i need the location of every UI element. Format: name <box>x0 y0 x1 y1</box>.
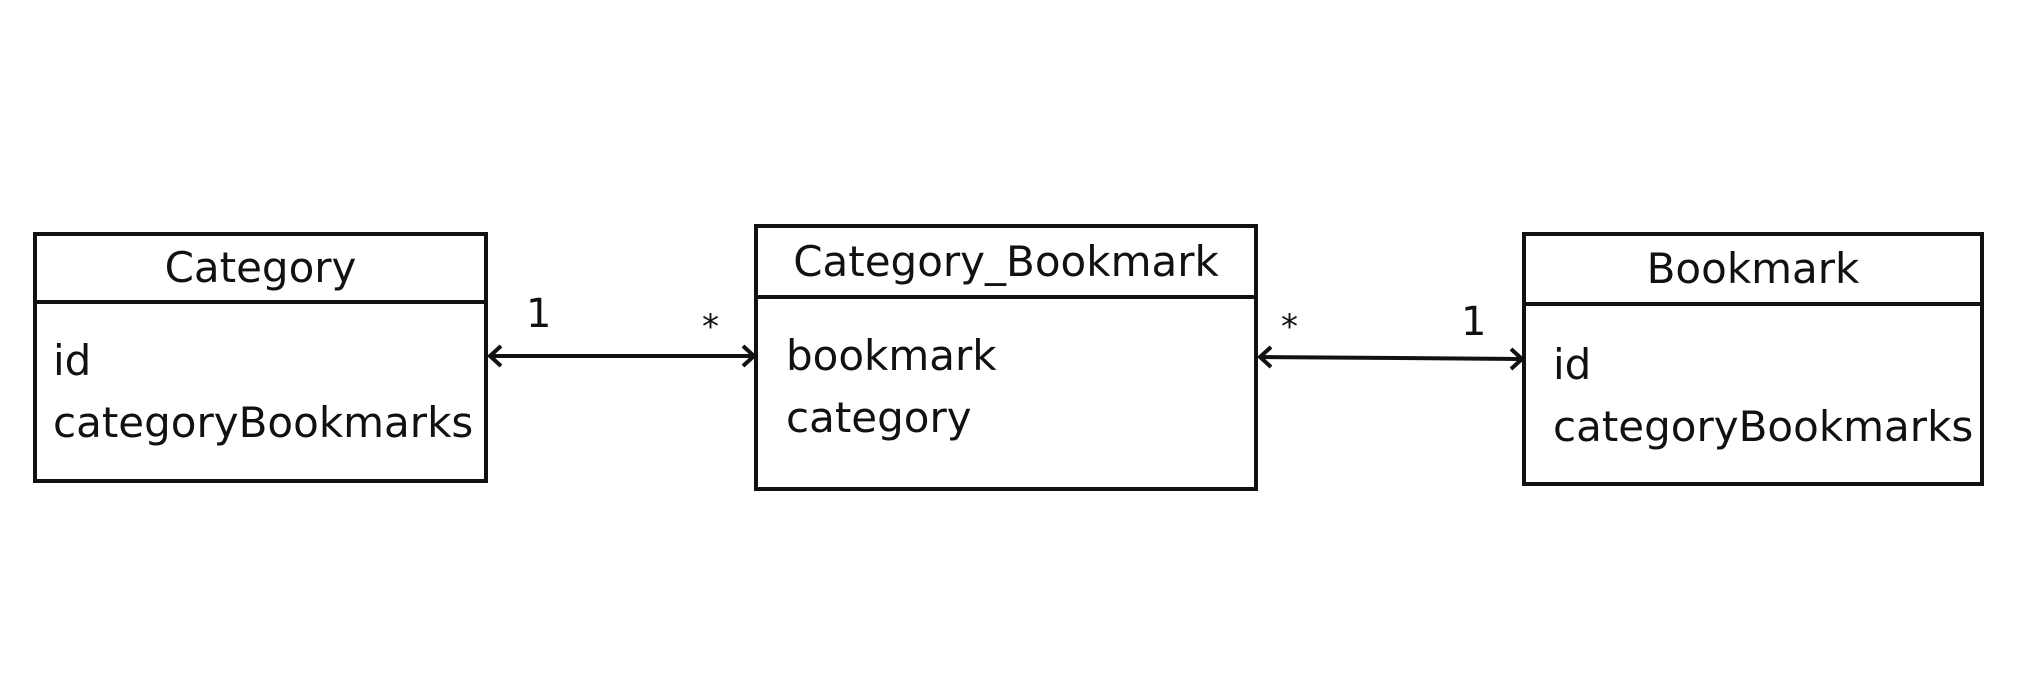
entity-category-bookmark-title: Category_Bookmark <box>758 228 1254 299</box>
field-category-bookmarks: categoryBookmarks <box>1553 402 1974 451</box>
arrowhead-left-end-icon <box>741 344 757 368</box>
field-id: id <box>53 336 92 385</box>
field-id: id <box>1553 340 1592 389</box>
arrowhead-right-start-icon <box>1257 345 1273 369</box>
entity-category-bookmark-fields: bookmark category <box>758 299 1254 449</box>
field-bookmark: bookmark <box>786 331 997 380</box>
entity-bookmark-fields: id categoryBookmarks <box>1526 306 1980 458</box>
arrowhead-left-start-icon <box>487 344 503 368</box>
arrowhead-right-end-icon <box>1509 347 1525 371</box>
relation-line-right <box>1259 355 1523 361</box>
relation-category-bookmark-to-bookmark <box>1257 345 1525 371</box>
multiplicity-bookmark-one: 1 <box>1461 299 1487 345</box>
entity-bookmark-title: Bookmark <box>1526 236 1980 306</box>
entity-category-fields: id categoryBookmarks <box>37 304 484 454</box>
multiplicity-category-bookmark-many: * <box>702 307 719 347</box>
relation-category-to-category-bookmark <box>487 344 757 368</box>
entity-category[interactable]: Category id categoryBookmarks <box>33 232 488 483</box>
entity-category-title: Category <box>37 236 484 304</box>
multiplicity-category-bookmark-many: * <box>1281 307 1298 347</box>
multiplicity-category-one: 1 <box>526 291 552 337</box>
field-category: category <box>786 393 972 442</box>
field-category-bookmarks: categoryBookmarks <box>53 398 474 447</box>
entity-bookmark[interactable]: Bookmark id categoryBookmarks <box>1522 232 1984 486</box>
entity-category-bookmark[interactable]: Category_Bookmark bookmark category <box>754 224 1258 491</box>
